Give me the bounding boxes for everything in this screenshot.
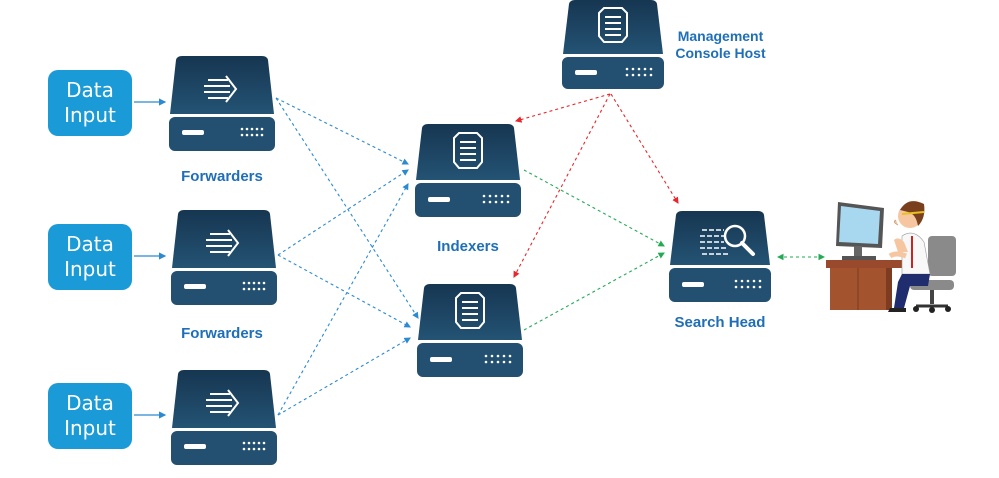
edge-forwarder2-indexer2 — [277, 254, 411, 328]
forwarders-label-2: Forwarders — [181, 325, 263, 342]
forwarders-label-1: Forwarders — [181, 168, 263, 185]
edge-forwarder2-indexer1 — [277, 169, 409, 256]
data-input-1-line1: Data — [66, 78, 114, 102]
forwarder-1-server — [169, 56, 275, 151]
forwarder-2-server — [171, 210, 277, 305]
shield-document-icon — [598, 7, 628, 43]
management-console-server — [562, 0, 664, 89]
management-console-label: Management Console Host — [668, 28, 773, 62]
edge-forwarder3-indexer2 — [277, 337, 411, 416]
edge-forwarder3-indexer1 — [277, 183, 409, 416]
edge-indexer1-searchhead — [523, 169, 665, 247]
forward-arrow-icon — [204, 75, 238, 103]
data-input-3: Data Input — [48, 383, 132, 449]
data-input-1: Data Input — [48, 70, 132, 136]
data-input-1-line2: Input — [64, 103, 116, 127]
forward-arrow-icon — [206, 389, 240, 417]
edge-management-indexer1 — [514, 93, 611, 123]
search-head-server — [669, 211, 771, 302]
shield-document-icon — [455, 292, 485, 329]
search-head-label: Search Head — [674, 314, 766, 331]
edge-management-searchhead — [610, 93, 679, 204]
shield-document-icon — [453, 132, 483, 169]
data-input-2-line1: Data — [66, 232, 114, 256]
edge-forwarder1-indexer1 — [275, 97, 409, 165]
magnifier-document-icon — [700, 224, 755, 256]
indexers-label: Indexers — [437, 238, 499, 255]
edge-forwarder1-indexer2 — [275, 97, 419, 319]
edge-indexer2-searchhead — [523, 252, 665, 331]
data-input-2-line2: Input — [64, 257, 116, 281]
data-input-2: Data Input — [48, 224, 132, 290]
forward-arrow-icon — [206, 229, 240, 257]
person-at-computer-icon — [826, 201, 956, 313]
management-label-line2: Console Host — [675, 45, 766, 61]
data-input-3-line2: Input — [64, 416, 116, 440]
data-input-3-line1: Data — [66, 391, 114, 415]
management-label-line1: Management — [677, 28, 764, 44]
indexer-1-server — [415, 124, 521, 217]
indexer-2-server — [417, 284, 523, 377]
forwarder-3-server — [171, 370, 277, 465]
edge-management-indexer2 — [513, 93, 611, 278]
